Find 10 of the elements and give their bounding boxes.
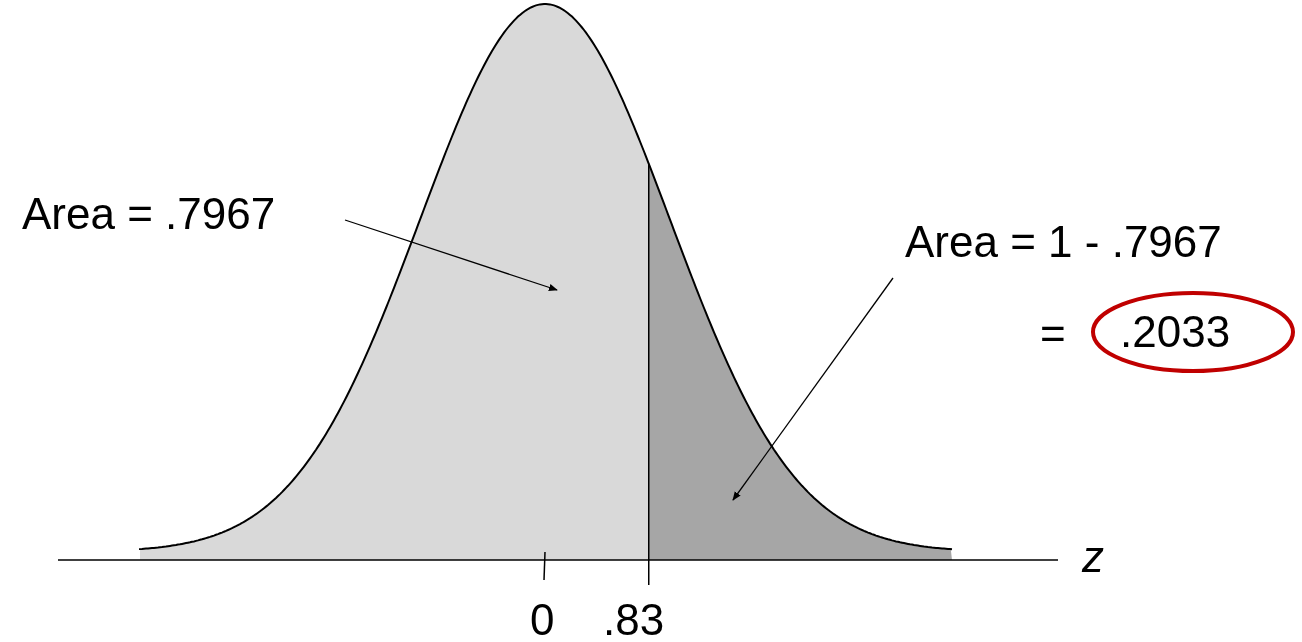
answer-value: .2033 (1120, 310, 1231, 354)
tick-label: .83 (603, 598, 665, 642)
area-label: Area = 1 - .7967 (905, 220, 1222, 264)
answer-ellipse (1090, 290, 1296, 374)
equals-sign: = (1040, 312, 1066, 356)
axis-label: z (1082, 535, 1104, 579)
leader-line (344, 219, 558, 291)
tick-label: 0 (530, 598, 555, 642)
area-label: Area = .7967 (22, 192, 276, 236)
leader-line (732, 277, 894, 501)
